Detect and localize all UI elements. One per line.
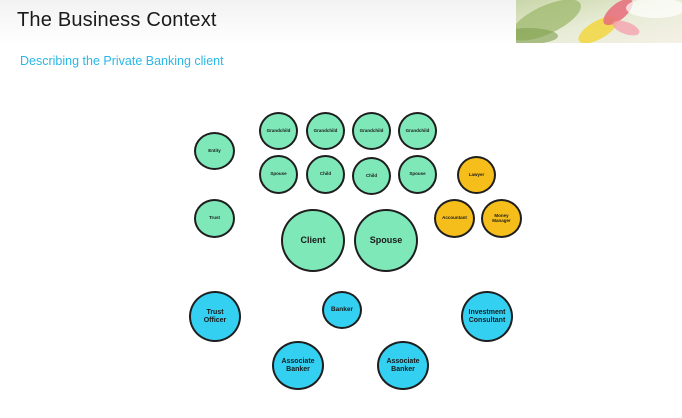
node-trust-officer: Trust Officer xyxy=(189,291,241,342)
flower-photo xyxy=(516,0,682,43)
slide-subtitle: Describing the Private Banking client xyxy=(20,54,224,68)
slide-title: The Business Context xyxy=(17,9,217,31)
node-spouse-main: Spouse xyxy=(354,209,418,272)
node-grandchild-1: Grandchild xyxy=(259,112,298,150)
node-child-2: Child xyxy=(352,157,391,195)
node-investment-consultant: Investment Consultant xyxy=(461,291,513,342)
node-grandchild-2: Grandchild xyxy=(306,112,345,150)
node-accountant: Accountant xyxy=(434,199,475,238)
node-grandchild-4: Grandchild xyxy=(398,112,437,150)
node-banker: Banker xyxy=(322,291,362,329)
node-associate-banker-2: Associate Banker xyxy=(377,341,429,390)
node-lawyer: Lawyer xyxy=(457,156,496,194)
node-trust: Trust xyxy=(194,199,235,238)
node-child-1: Child xyxy=(306,155,345,194)
node-money-manager: Money Manager xyxy=(481,199,522,238)
node-grandchild-3: Grandchild xyxy=(352,112,391,150)
node-entity: Entity xyxy=(194,132,235,170)
node-spouse-left: Spouse xyxy=(259,155,298,194)
header-flower-image xyxy=(516,0,682,43)
node-associate-banker-1: Associate Banker xyxy=(272,341,324,390)
node-client: Client xyxy=(281,209,345,272)
node-spouse-right: Spouse xyxy=(398,155,437,194)
